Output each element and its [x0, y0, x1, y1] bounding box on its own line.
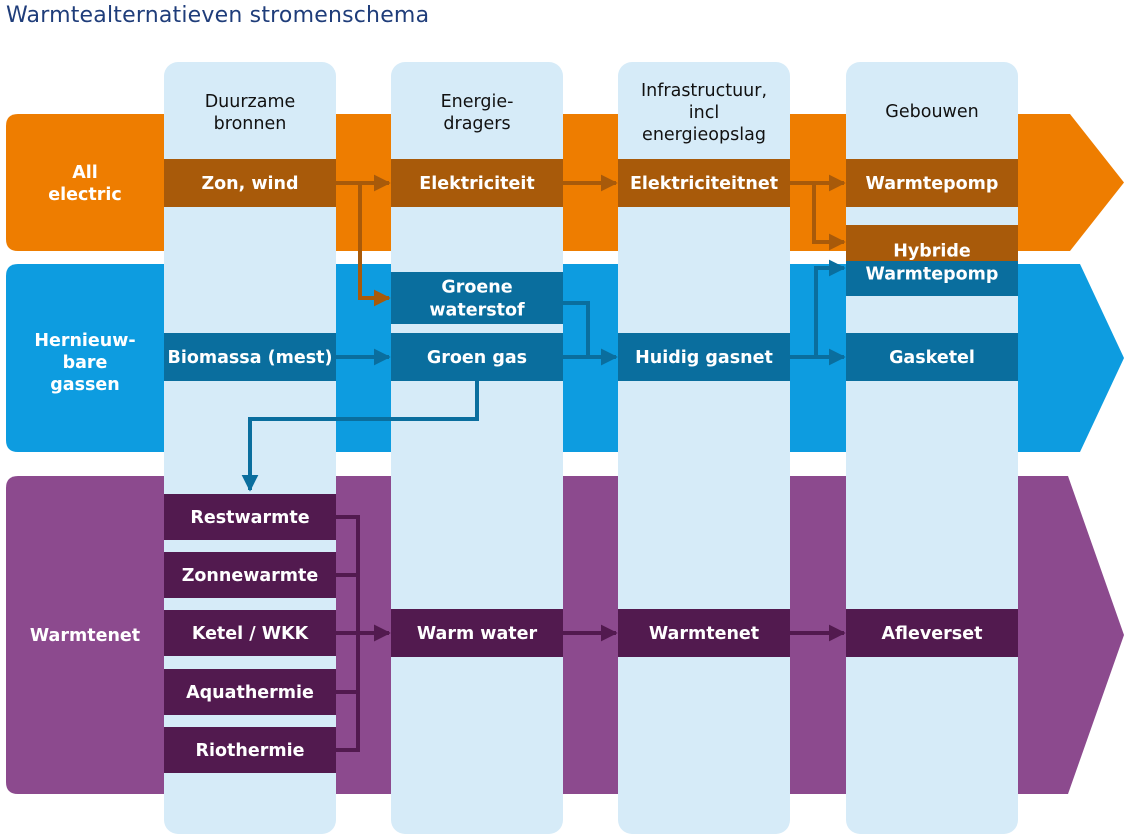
column-energy-carriers-header: Energie-dragers [441, 92, 514, 134]
band-label-heat-network: Warmtenet [30, 626, 140, 646]
connector-zon-to-waterstof [358, 183, 391, 307]
box-warmtenet-label: Warmtenet [649, 624, 759, 644]
box-zon-wind [164, 159, 336, 207]
box-ketel-wkk-label: Ketel / WKK [192, 624, 310, 644]
box-biomassa [164, 333, 336, 381]
box-huidig-gasnet [618, 333, 790, 381]
box-afleverset [846, 609, 1018, 657]
box-biomassa-label: Biomassa (mest) [167, 348, 332, 368]
box-ketel-wkk [164, 610, 336, 656]
box-afleverset-label: Afleverset [882, 624, 983, 644]
box-elektriciteit [391, 159, 563, 207]
box-elektriciteitnet [618, 159, 790, 207]
column-buildings-header: Gebouwen [885, 102, 978, 122]
box-gasketel [846, 333, 1018, 381]
box-restwarmte-label: Restwarmte [190, 508, 309, 528]
box-elektriciteit-label: Elektriciteit [419, 174, 534, 194]
box-groen-gas-label: Groen gas [427, 348, 527, 368]
box-restwarmte [164, 494, 336, 540]
connector-waterstof-to-gasnet [563, 301, 618, 366]
connector-gasnet-to-hybride [814, 259, 846, 357]
box-zonnewarmte [164, 552, 336, 598]
box-zon-wind-label: Zon, wind [201, 174, 298, 194]
box-aquathermie-label: Aquathermie [186, 683, 314, 703]
connector-net-to-hybride [812, 183, 846, 251]
connector-groen-gas-to-warmtenet [241, 379, 479, 492]
box-hybride-gas-part [846, 261, 1018, 296]
box-groen-gas [391, 333, 563, 381]
box-warm-water-label: Warm water [417, 624, 538, 644]
box-gasketel-label: Gasketel [889, 348, 975, 368]
box-warmtepomp [846, 159, 1018, 207]
box-groene-waterstof [391, 272, 563, 324]
box-huidig-gasnet-label: Huidig gasnet [635, 348, 773, 368]
box-warm-water [391, 609, 563, 657]
box-riothermie [164, 727, 336, 773]
box-aquathermie [164, 669, 336, 715]
box-warmtenet [618, 609, 790, 657]
box-riothermie-label: Riothermie [196, 741, 305, 761]
page-title: Warmtealternatieven stromenschema [6, 3, 430, 28]
box-warmtepomp-label: Warmtepomp [866, 174, 999, 194]
box-elektriciteitnet-label: Elektriciteitnet [630, 174, 778, 194]
box-zonnewarmte-label: Zonnewarmte [182, 566, 319, 586]
box-hybride-electric-part [846, 225, 1018, 261]
